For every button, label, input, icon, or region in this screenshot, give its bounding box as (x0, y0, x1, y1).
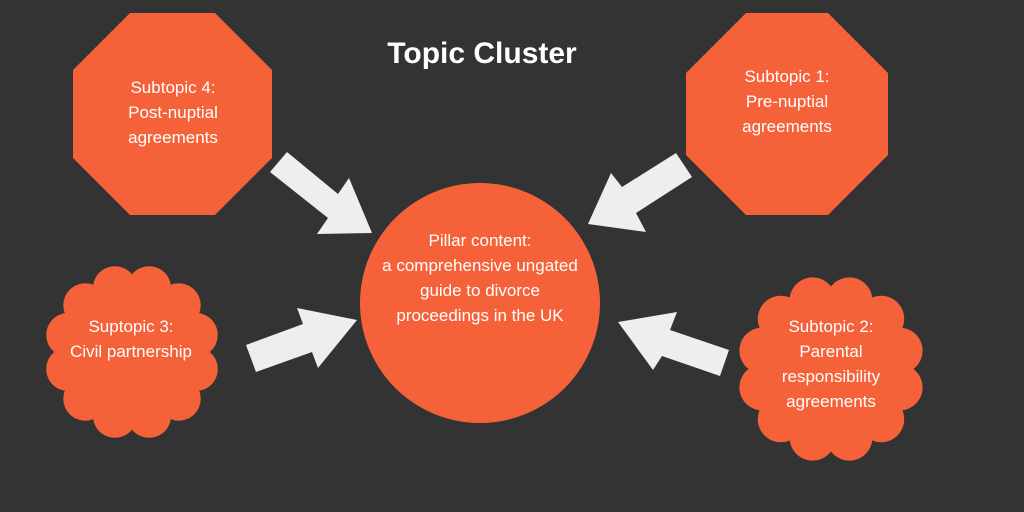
subtopic-4-octagon (73, 13, 272, 215)
pillar-label: Pillar content: a comprehensive ungated … (330, 228, 630, 328)
subtopic-2-label: Subtopic 2: Parental responsibility agre… (741, 314, 921, 414)
pillar-label-line: a comprehensive ungated (382, 256, 578, 275)
subtopic-3-label-line: Suptopic 3: (88, 317, 174, 336)
subtopic-4-label: Subtopic 4: Post-nuptial agreements (73, 75, 273, 150)
subtopic-3-label: Suptopic 3: Civil partnership (41, 314, 221, 364)
arrow-subtopic-2-to-pillar (618, 312, 729, 376)
subtopic-3-scalloped-shape (46, 266, 218, 438)
scallop-lobe (173, 312, 218, 357)
scallop-lobe (789, 277, 836, 324)
pillar-label-line: Pillar content: (428, 231, 532, 250)
subtopic-1-label-line: Pre-nuptial (745, 92, 829, 111)
diagram-title: Topic Cluster (387, 37, 577, 70)
subtopic-2-label-line: Subtopic 2: (788, 317, 874, 336)
arrow-subtopic-1-to-pillar (588, 153, 692, 232)
pillar-label-line: proceedings in the UK (396, 306, 564, 325)
subtopic-1-label-line: Subtopic 1: (744, 67, 830, 86)
scallop-lobe (826, 414, 873, 461)
arrow-subtopic-4-to-pillar (270, 152, 372, 234)
subtopic-4-label-line: Post-nuptial (128, 103, 218, 122)
scallop-lobe (46, 347, 91, 392)
scallop-lobe (92, 266, 137, 311)
scallop-lobe (127, 393, 172, 438)
subtopic-4-label-line: agreements (128, 128, 218, 147)
subtopic-2-label-line: Parental (799, 342, 863, 361)
subtopic-2-label-line: agreements (786, 392, 876, 411)
subtopic-3-label-line: Civil partnership (70, 342, 192, 361)
subtopic-2-label-line: responsibility (781, 367, 881, 386)
subtopic-1-label: Subtopic 1: Pre-nuptial agreements (687, 64, 887, 139)
scallop-lobe (739, 364, 786, 411)
pillar-label-line: guide to divorce (419, 281, 541, 300)
subtopic-4-label-line: Subtopic 4: (130, 78, 216, 97)
subtopic-2-scalloped-shape (739, 277, 923, 461)
scallop-lobe (876, 327, 923, 374)
arrow-subtopic-3-to-pillar (246, 308, 357, 372)
pillar-circle (360, 183, 600, 423)
subtopic-1-label-line: agreements (742, 117, 832, 136)
subtopic-1-octagon (686, 13, 888, 215)
